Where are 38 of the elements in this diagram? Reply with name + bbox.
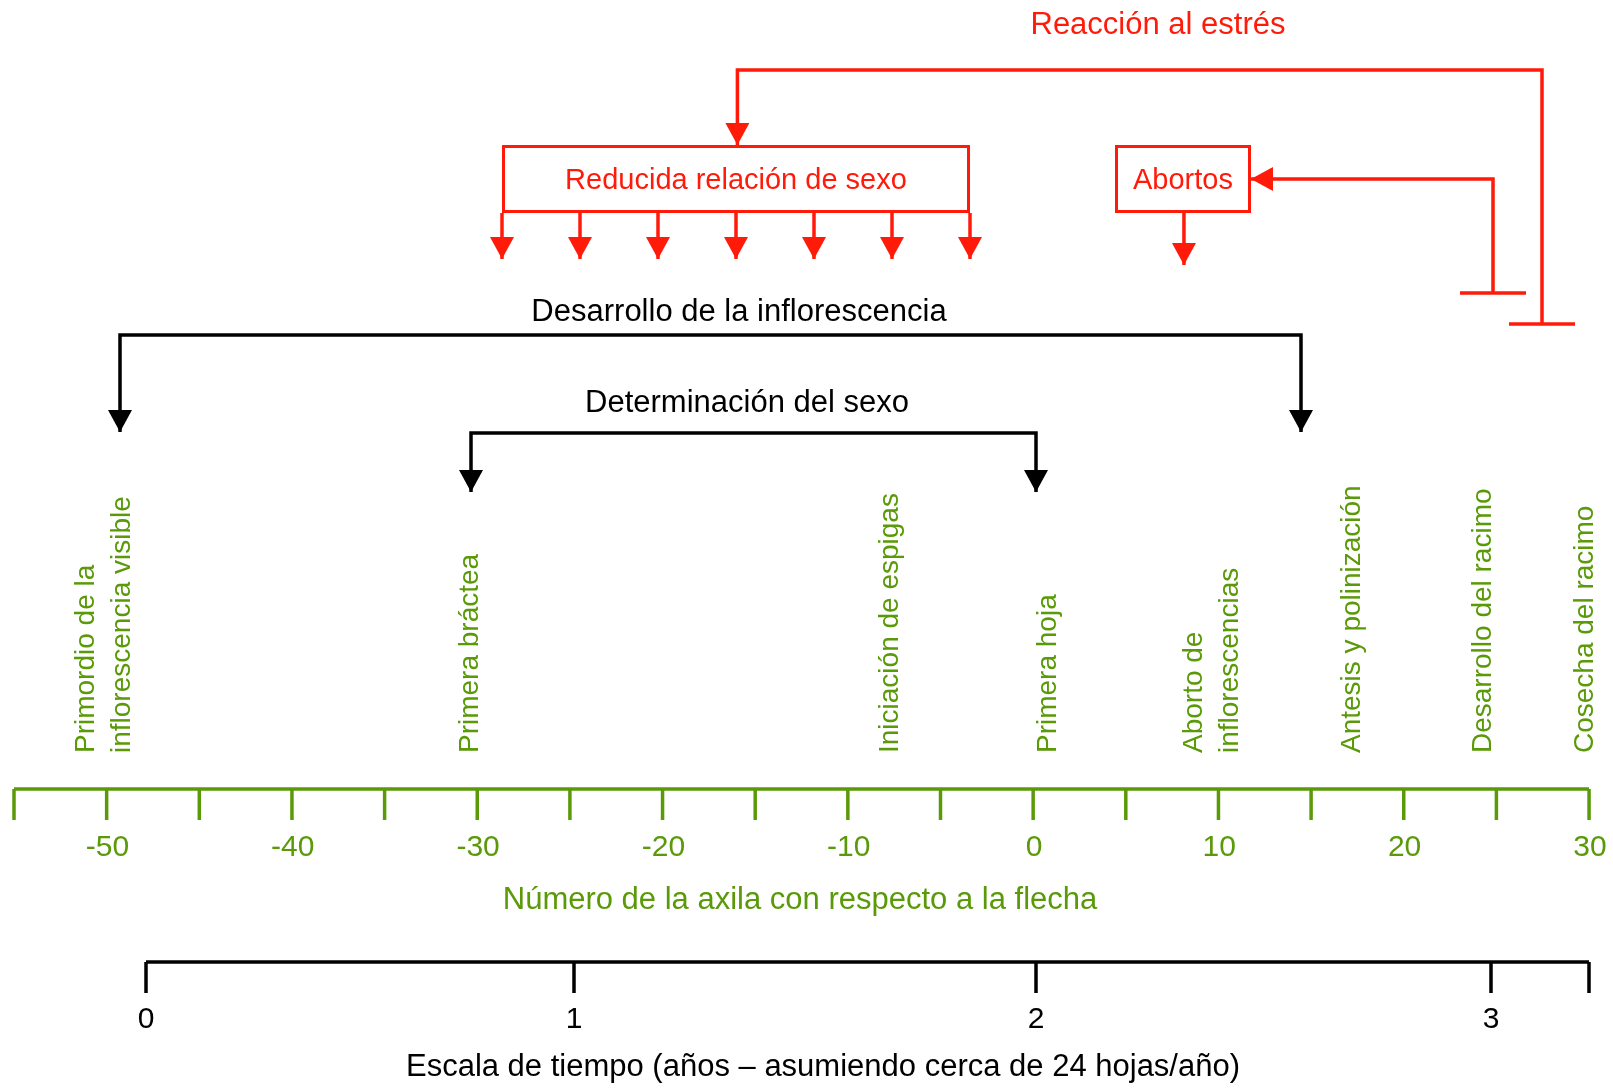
- stage-label: Iniciación de espigas: [871, 493, 905, 753]
- stage-label: Primera bráctea: [451, 553, 485, 753]
- arrow: [724, 213, 748, 259]
- tick-label: 30: [1573, 828, 1607, 864]
- edge-label: Reacción al estrés: [1030, 6, 1286, 42]
- stage-label: Aborto de inflorescencias: [1175, 566, 1245, 753]
- tick-label: 0: [137, 1000, 155, 1036]
- arrow: [490, 213, 514, 259]
- arrow: [646, 213, 670, 259]
- arrow: [1171, 213, 1196, 265]
- effect-box: Abortos: [1115, 145, 1251, 213]
- tick-label: 2: [1027, 1000, 1045, 1036]
- tick-label: -40: [271, 828, 315, 864]
- axis-title: Escala de tiempo (años – asumiendo cerca de 24 hojas/año): [405, 1048, 1241, 1084]
- arrow: [802, 213, 826, 259]
- tick-label: -10: [827, 828, 871, 864]
- axis-title: Número de la axila con respecto a la flecha: [502, 881, 1098, 917]
- bracket-label: Determinación del sexo: [585, 384, 909, 420]
- tick-label: 10: [1202, 828, 1236, 864]
- bracket-label: Desarrollo de la inflorescencia: [531, 293, 947, 329]
- arrow: [1251, 167, 1528, 295]
- arrow: [958, 213, 982, 259]
- tick-label: 0: [1025, 828, 1043, 864]
- stage-label: Primordio de la inflorescencia visible: [67, 495, 137, 753]
- stage-label: Primera hoja: [1029, 594, 1063, 753]
- effect-box: Reducida relación de sexo: [502, 145, 970, 213]
- arrow: [568, 213, 592, 259]
- stage-label: Desarrollo del racimo: [1464, 488, 1498, 753]
- stage-label: Antesis y polinización: [1333, 485, 1367, 753]
- tick-label: -50: [85, 828, 130, 864]
- tick-label: 1: [565, 1000, 583, 1036]
- tick-label: 3: [1482, 1000, 1500, 1036]
- stage-label: Cosecha del racimo: [1566, 505, 1600, 753]
- arrow: [725, 68, 1577, 326]
- tick-label: -30: [456, 828, 500, 864]
- tick-label: -20: [641, 828, 686, 864]
- tick-label: 20: [1387, 828, 1422, 864]
- arrow: [880, 213, 904, 259]
